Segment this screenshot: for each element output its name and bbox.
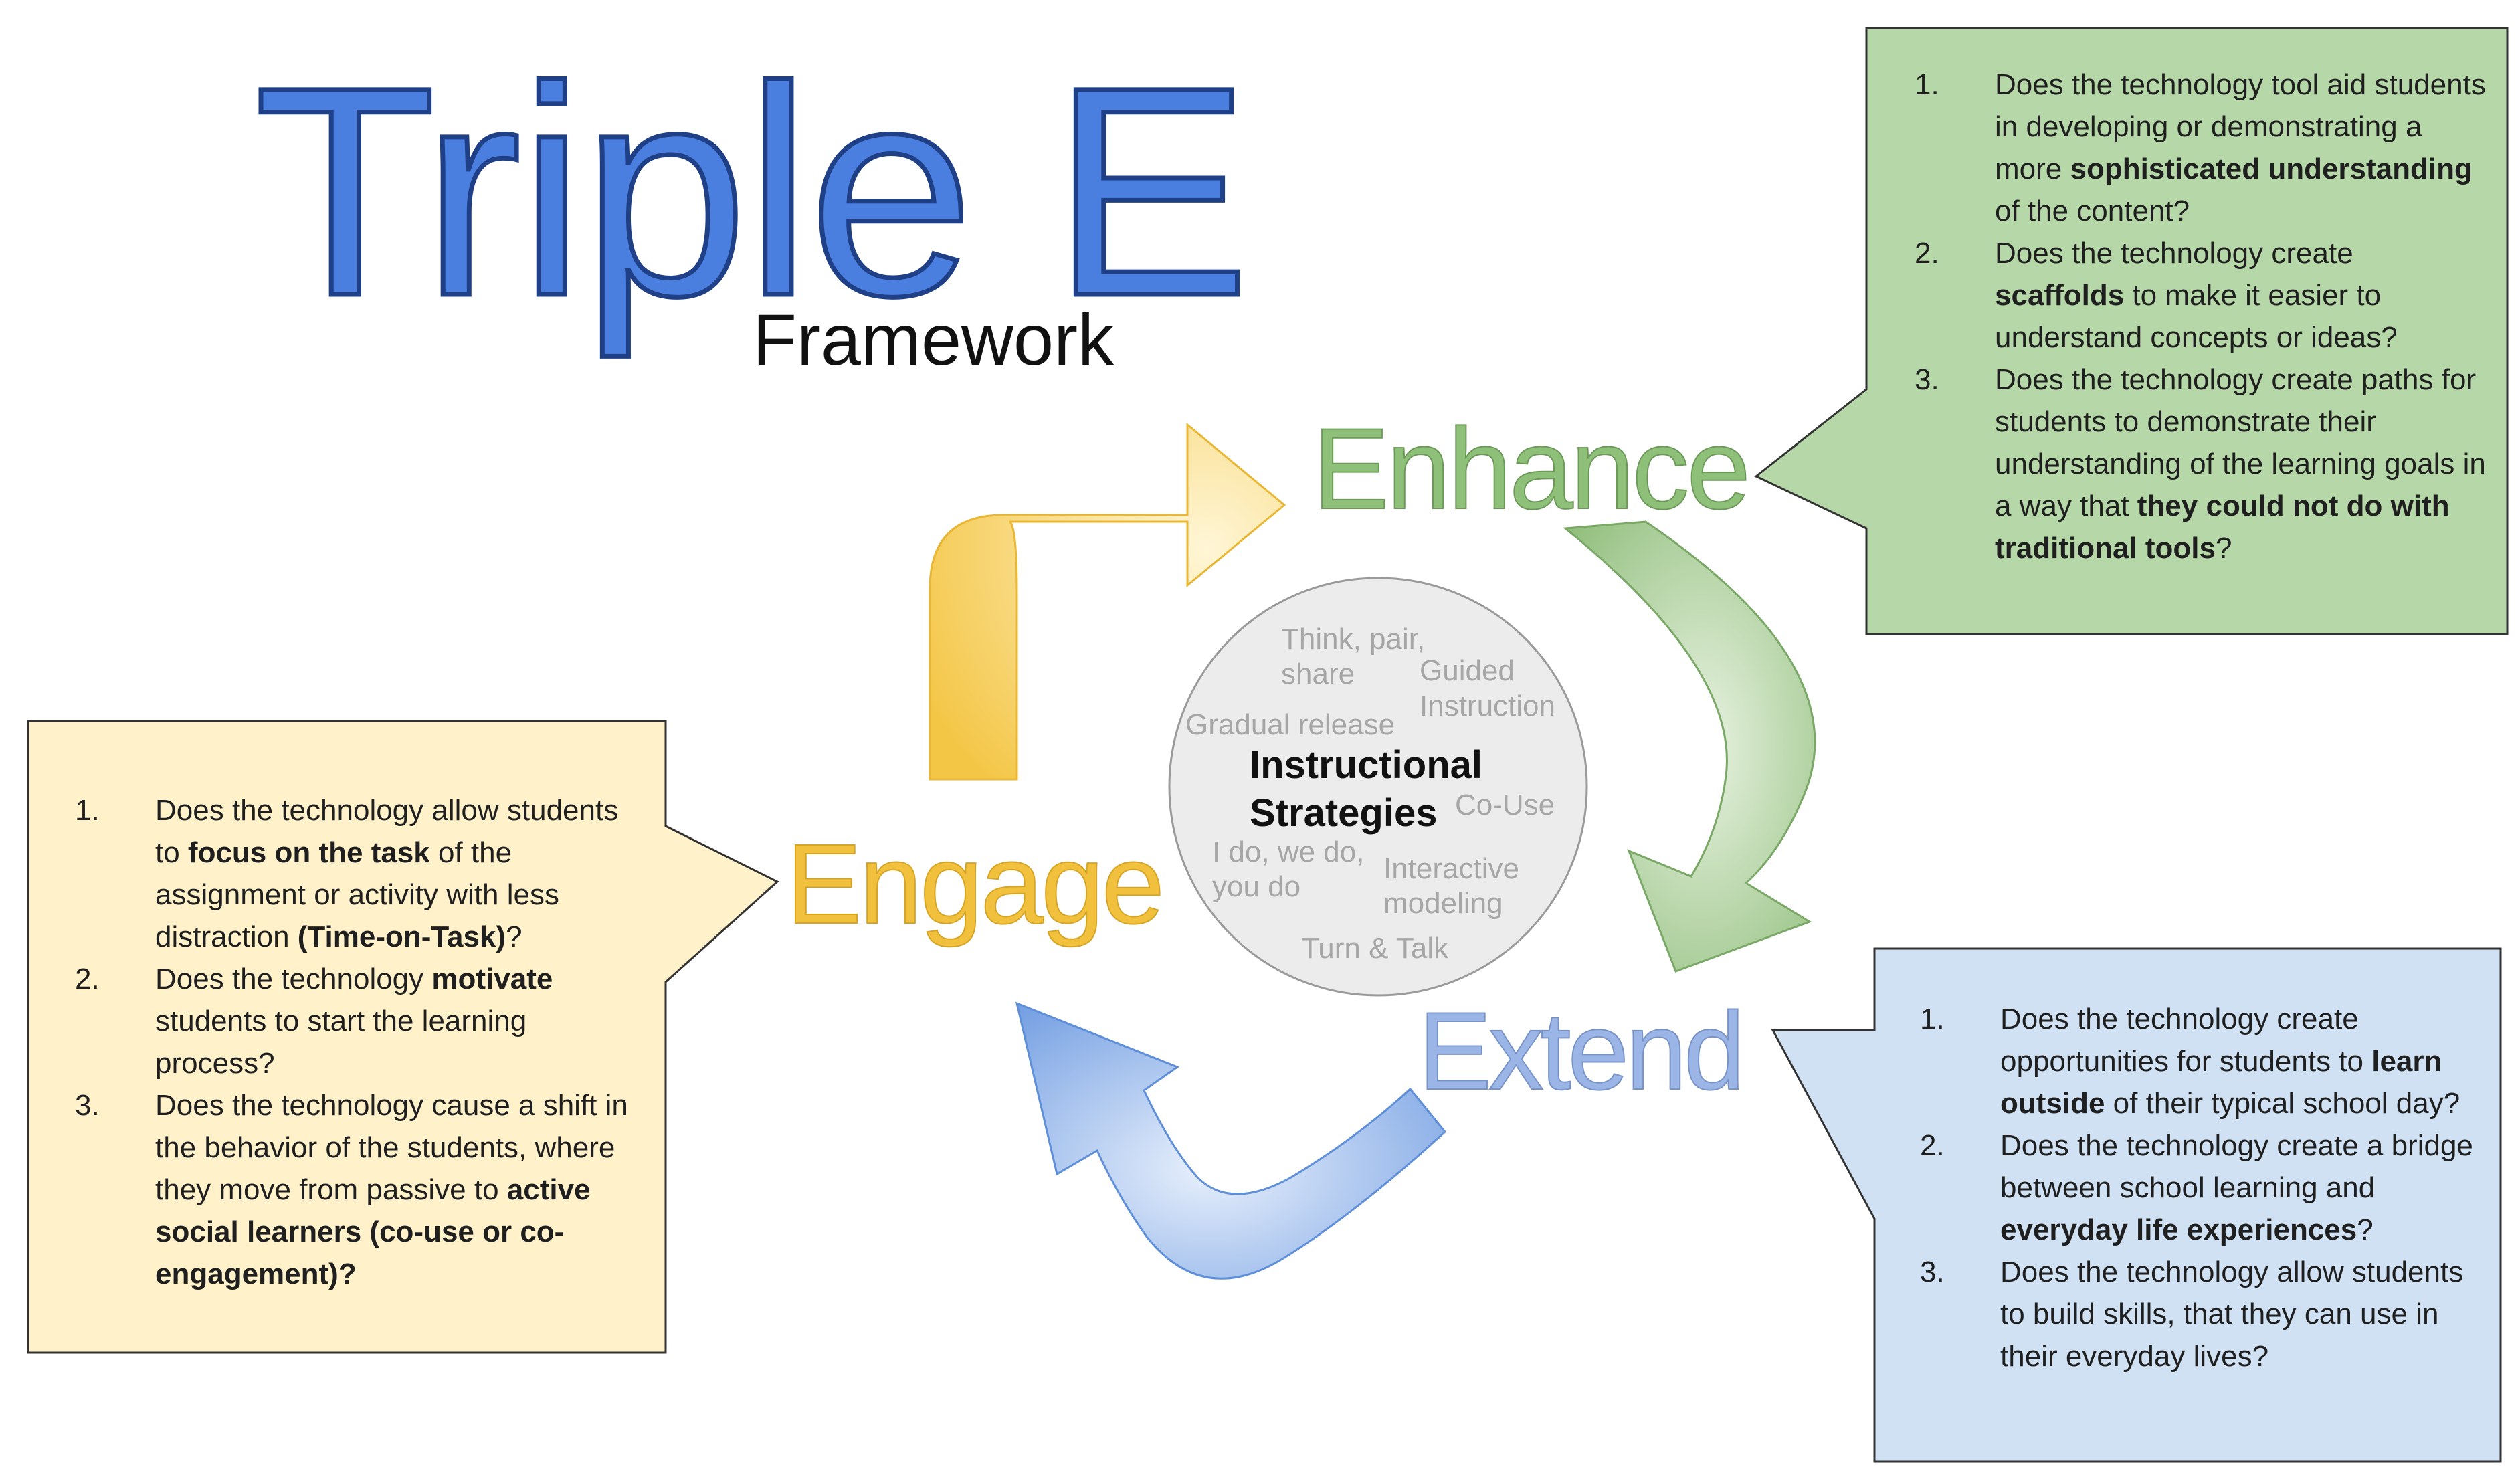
extend-to-engage-arrow <box>1015 1001 1447 1280</box>
enhance-questions: 1.Does the technology tool aid students … <box>1915 64 2490 569</box>
engage-questions: 1.Does the technology allow students to … <box>75 789 644 1295</box>
strategy-guided: Guided <box>1420 654 1515 687</box>
enhance-callout-box <box>1754 27 2509 635</box>
center-title-line1: Instructional <box>1250 743 1482 787</box>
strategy-think-pair-share: Think, pair, <box>1281 623 1425 656</box>
list-item: 3.Does the technology create paths for s… <box>1915 363 2486 565</box>
strategy-i-do-2: you do <box>1212 870 1300 903</box>
instructional-strategies-circle <box>1168 577 1588 997</box>
diagram-subtitle: Framework <box>753 299 1114 380</box>
diagram-title: Triple E <box>254 25 1248 359</box>
list-item: 1.Does the technology allow students to … <box>75 794 619 953</box>
strategy-co-use: Co-Use <box>1455 789 1555 821</box>
strategy-guided-2: Instruction <box>1420 690 1555 722</box>
strategy-gradual-release: Gradual release <box>1185 708 1395 741</box>
label-enhance: Enhance <box>1313 405 1748 533</box>
engage-to-enhance-arrow <box>929 422 1286 781</box>
engage-callout-box <box>27 720 779 1354</box>
list-item: 2.Does the technology motivate students … <box>75 963 553 1080</box>
strategy-interactive-2: modeling <box>1383 887 1503 920</box>
strategy-interactive: Interactive <box>1383 852 1519 885</box>
list-item: 3.Does the technology allow students to … <box>1920 1256 2464 1373</box>
list-item: 2.Does the technology create scaffolds t… <box>1915 237 2398 354</box>
list-item: 3.Does the technology cause a shift in t… <box>75 1089 628 1290</box>
strategy-turn-talk: Turn & Talk <box>1301 932 1449 965</box>
list-item: 2.Does the technology create a bridge be… <box>1920 1129 2473 1246</box>
enhance-to-extend-arrow <box>1563 520 1816 973</box>
center-title-line2: Strategies <box>1250 791 1437 835</box>
list-item: 1.Does the technology tool aid students … <box>1915 68 2486 227</box>
list-item: 1.Does the technology create opportuniti… <box>1920 1003 2460 1120</box>
label-engage: Engage <box>786 821 1162 948</box>
strategy-think-pair-share-2: share <box>1281 658 1355 690</box>
extend-questions: 1.Does the technology create opportuniti… <box>1920 998 2485 1377</box>
extend-callout-box <box>1771 947 2502 1463</box>
strategy-i-do: I do, we do, <box>1212 835 1364 868</box>
label-extend: Extend <box>1418 989 1742 1112</box>
